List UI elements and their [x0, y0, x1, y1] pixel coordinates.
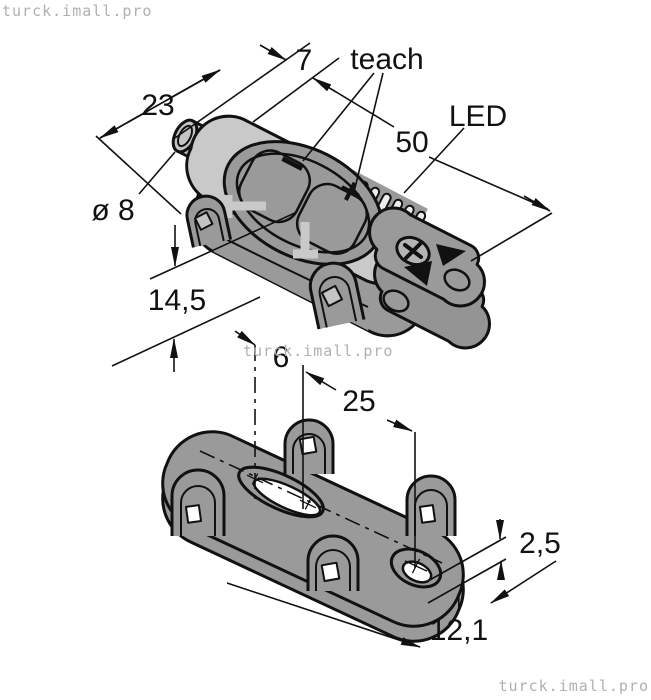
teach-pad-inner [235, 152, 371, 254]
extension-line [470, 212, 553, 262]
direction-triangle-icon [404, 261, 432, 286]
teach-plus-zone [295, 182, 368, 255]
dim-label-50: 50 [395, 126, 428, 159]
extension-line [95, 135, 182, 215]
extension-line [427, 536, 507, 582]
dim-label-12-1: 12,1 [430, 614, 488, 647]
plate-centerline [199, 450, 443, 564]
teach-minus-zone [238, 149, 312, 224]
dimension-labels: 23 7 teach LED 50 ø 8 14,5 6 25 2,5 12,1 [91, 43, 561, 647]
dim-label-23: 23 [141, 89, 174, 122]
dim-label-14-5: 14,5 [148, 284, 206, 317]
crosshair-groove-bottom [293, 222, 318, 259]
plate-clip-left [170, 468, 226, 536]
sensor-3d-view: − + [171, 114, 491, 350]
plate-clip-top [283, 418, 335, 474]
led-leader [403, 127, 465, 194]
crosshair-groove-left [223, 195, 266, 218]
mounting-plate-view [161, 418, 465, 643]
dia-label-8: ø 8 [91, 194, 134, 227]
led-label: LED [449, 100, 507, 133]
dim-label-7: 7 [296, 44, 313, 77]
side-clip-bottom [308, 261, 366, 330]
dim-label-2-5: 2,5 [519, 527, 561, 560]
dim-label-25: 25 [342, 385, 375, 418]
extension-line [149, 211, 298, 280]
clip-hole [320, 561, 341, 583]
plate-round-hole [389, 547, 443, 589]
dimension-lines [95, 42, 557, 648]
clip-hole [418, 504, 437, 524]
watermark-center: turck.imall.pro [243, 342, 393, 360]
teach-label: teach [350, 43, 423, 76]
screw-icon [395, 235, 431, 267]
side-clip-left [185, 194, 233, 248]
direction-triangle-icon [436, 244, 466, 266]
end-block-hole [382, 289, 410, 313]
plate-clip-right [405, 474, 457, 536]
extension-line [427, 558, 507, 604]
clip-hole [298, 435, 318, 456]
watermark-top-left: turck.imall.pro [2, 2, 152, 20]
dim-label-6: 6 [273, 341, 290, 374]
teach-leader [352, 72, 384, 197]
clip-hole [184, 504, 203, 524]
clip-hole [320, 284, 344, 308]
extension-line [252, 57, 340, 123]
plate-clip-bottom [306, 534, 360, 591]
diameter-leader [138, 151, 176, 195]
clip-hole [194, 211, 214, 231]
plate-top-surface [161, 430, 465, 628]
teach-pad: − + [222, 136, 384, 266]
end-block-hole [443, 268, 471, 292]
teach-leader [302, 72, 375, 162]
extension-line [111, 296, 261, 367]
extension-line [174, 42, 311, 139]
watermark-bottom-right: turck.imall.pro [499, 677, 649, 695]
